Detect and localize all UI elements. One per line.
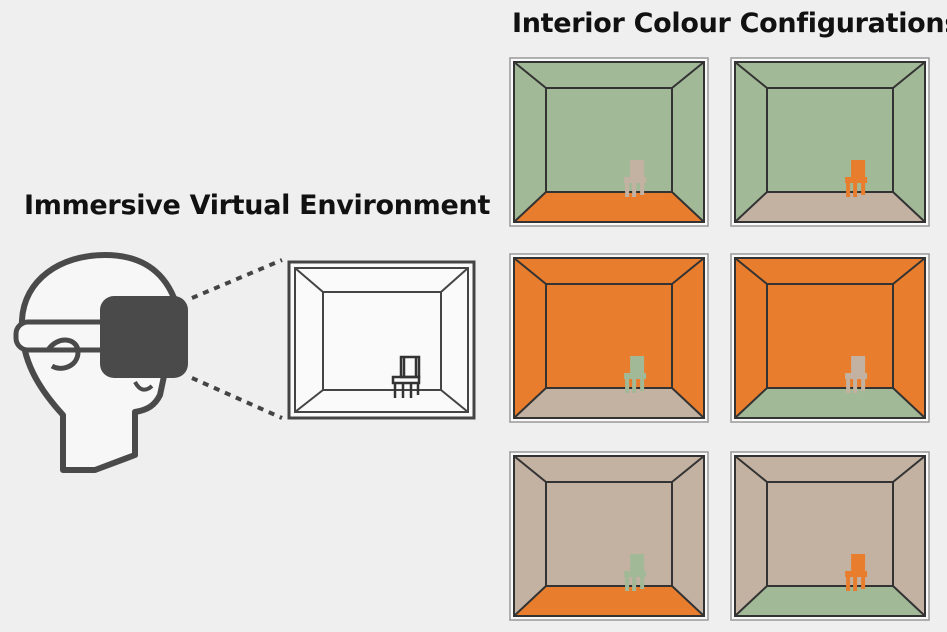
ear bbox=[45, 337, 81, 371]
config-room-4 bbox=[730, 253, 930, 423]
configurations-title: Interior Colour Configurations bbox=[512, 8, 947, 39]
chair-icon bbox=[624, 554, 647, 591]
chair-icon bbox=[845, 554, 868, 591]
config-room-3 bbox=[509, 253, 709, 423]
chair-icon bbox=[624, 356, 647, 393]
vr-user-icon bbox=[13, 252, 188, 473]
view-line-bottom bbox=[191, 376, 283, 420]
headset-body bbox=[100, 296, 188, 378]
mouth bbox=[133, 380, 154, 392]
view-line-top bbox=[191, 258, 283, 300]
config-room-1 bbox=[509, 57, 709, 227]
chair-icon bbox=[845, 160, 868, 197]
virtual-room bbox=[287, 260, 476, 420]
immersive-environment-title: Immersive Virtual Environment bbox=[24, 190, 491, 221]
chair-icon bbox=[624, 160, 647, 197]
config-room-6 bbox=[730, 451, 930, 621]
chair-icon bbox=[391, 355, 421, 398]
config-room-2 bbox=[730, 57, 930, 227]
config-room-5 bbox=[509, 451, 709, 621]
configuration-grid bbox=[509, 57, 930, 621]
chair-icon bbox=[845, 356, 868, 393]
